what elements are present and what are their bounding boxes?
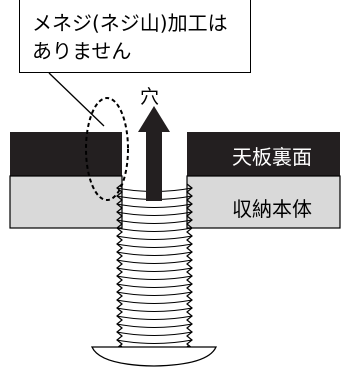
- storage-body-label: 収納本体: [232, 197, 312, 221]
- screw-thread-line: [116, 267, 193, 272]
- hole-arrow-head: [138, 106, 170, 132]
- screw-thread-line: [116, 331, 193, 336]
- screw-thread-line: [116, 307, 193, 312]
- callout-text: メネジ(ネジ山)加工は ありません: [32, 11, 228, 63]
- screw-thread-line: [116, 227, 193, 232]
- screw-thread-line: [116, 251, 193, 256]
- callout-box: メネジ(ネジ山)加工は ありません: [19, 0, 251, 73]
- screw-thread-line: [116, 259, 193, 264]
- storage-body-left: [9, 175, 123, 229]
- screw-thread-line: [116, 315, 193, 320]
- screw-threads: [116, 183, 193, 352]
- screw-thread-line: [116, 243, 193, 248]
- screw-thread-line: [116, 299, 193, 304]
- screw-thread-line: [116, 283, 193, 288]
- screw-thread-line: [116, 339, 193, 344]
- screw-thread-line: [116, 323, 193, 328]
- screw-left-edge: [116, 183, 123, 349]
- screw-head: [90, 346, 218, 367]
- storage-body-right: [186, 175, 341, 229]
- top-plate-left: [10, 132, 122, 176]
- screw-thread-line: [116, 275, 193, 280]
- hole-label: 穴: [140, 86, 160, 108]
- no-thread-highlight-ellipse: [85, 97, 129, 201]
- top-plate-back-label: 天板裏面: [232, 145, 312, 169]
- screw-thread-line: [116, 203, 193, 208]
- screw-thread-line: [116, 291, 193, 296]
- screw-right-edge: [186, 183, 193, 349]
- callout-leader-line: [48, 72, 105, 127]
- screw-thread-line: [116, 219, 193, 224]
- hole-arrow-shaft: [146, 128, 162, 201]
- top-plate-right: [187, 132, 340, 176]
- screw-thread-line: [116, 235, 193, 240]
- screw-thread-line: [116, 211, 193, 216]
